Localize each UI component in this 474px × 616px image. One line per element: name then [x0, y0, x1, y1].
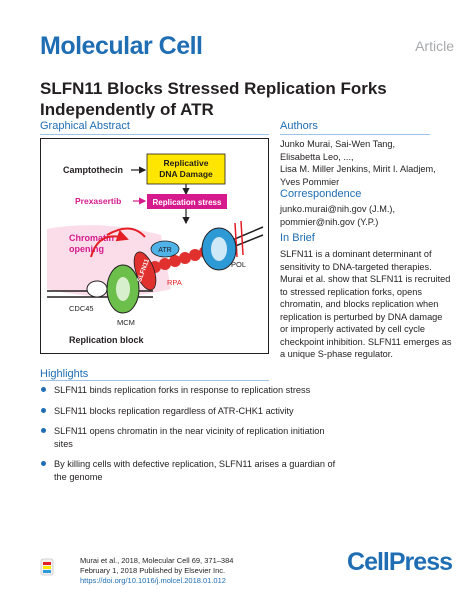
authors-heading: Authors: [280, 120, 318, 132]
divider: [40, 134, 269, 135]
article-type: Article: [415, 38, 454, 54]
in-brief-text: SLFN11 is a dominant determinant of sens…: [280, 249, 452, 359]
mcm-label: MCM: [117, 318, 135, 327]
author-line: Yves Pommier: [280, 176, 340, 187]
chromatin-label: Chromatin: [69, 233, 114, 243]
pol-label: POL: [231, 260, 246, 269]
published-text: February 1, 2018 Published by Elsevier I…: [80, 566, 226, 575]
crossmark-icon[interactable]: [40, 558, 54, 581]
journal-name: Molecular Cell: [40, 32, 203, 60]
highlight-text: SLFN11 binds replication forks in respon…: [54, 385, 311, 395]
highlight-text: By killing cells with defective replicat…: [54, 459, 336, 482]
replication-stress-label: Replication stress: [153, 198, 222, 207]
correspondence-email[interactable]: pommier@nih.gov (Y.P.): [280, 216, 379, 227]
citation-text: Murai et al., 2018, Molecular Cell 69, 3…: [80, 556, 234, 565]
author-line: Elisabetta Leo, ...,: [280, 151, 354, 162]
author-line: Lisa M. Miller Jenkins, Mirit I. Aladjem…: [280, 164, 436, 174]
atr-label: ATR: [158, 247, 171, 254]
author-line: Junko Murai, Sai-Wen Tang,: [280, 139, 396, 149]
replication-stress-box: [147, 194, 227, 209]
graphical-abstract-figure: Camptothecin Replicative DNA Damage Prex…: [40, 138, 269, 354]
list-item: SLFN11 opens chromatin in the near vicin…: [40, 425, 340, 450]
citation-block: Murai et al., 2018, Molecular Cell 69, 3…: [80, 556, 233, 586]
dna-damage-label: DNA Damage: [159, 169, 213, 179]
correspondence-heading: Correspondence: [280, 188, 362, 200]
cdc45-shape: [86, 280, 108, 298]
list-item: SLFN11 blocks replication regardless of …: [40, 405, 340, 418]
authors-list: Junko Murai, Sai-Wen Tang, Elisabetta Le…: [280, 138, 460, 188]
highlight-text: SLFN11 opens chromatin in the near vicin…: [54, 426, 325, 449]
list-item: By killing cells with defective replicat…: [40, 458, 340, 483]
replicative-label: Replicative: [164, 158, 209, 168]
correspondence-list: junko.murai@nih.gov (J.M.), pommier@nih.…: [280, 203, 460, 228]
in-brief-heading: In Brief: [280, 232, 315, 244]
replication-block-label: Replication block: [69, 335, 145, 345]
article-title: SLFN11 Blocks Stressed Replication Forks…: [40, 79, 387, 119]
break-mark: [240, 220, 244, 256]
camptothecin-label: Camptothecin: [63, 165, 123, 175]
slfn11-shape: SLFN11: [133, 251, 157, 291]
block-arc: [106, 227, 146, 238]
graphical-abstract-heading: Graphical Abstract: [40, 120, 130, 132]
rpa-label: RPA: [167, 278, 182, 287]
doi-link[interactable]: https://doi.org/10.1016/j.molcel.2018.01…: [80, 576, 226, 585]
chromatin-arrow: [90, 229, 129, 258]
mcm-shape: [116, 277, 130, 301]
pol-shape: [211, 237, 227, 261]
bullet-icon: [41, 407, 46, 413]
divider: [40, 380, 269, 381]
bullet-icon: [41, 461, 46, 466]
cellpress-logo: CellPress: [347, 548, 453, 576]
highlight-text: SLFN11 blocks replication regardless of …: [54, 405, 294, 416]
correspondence-email[interactable]: junko.murai@nih.gov (J.M.),: [280, 204, 396, 214]
atr-shape: [150, 240, 180, 258]
highlights-heading: Highlights: [40, 368, 89, 380]
bullet-icon: [41, 428, 46, 433]
opening-label: opening: [69, 244, 104, 254]
cdc45-label: CDC45: [69, 304, 94, 313]
list-item: SLFN11 binds replication forks in respon…: [40, 384, 340, 397]
bullet-icon: [41, 387, 46, 392]
divider: [280, 134, 430, 135]
prexasertib-label: Prexasertib: [75, 196, 121, 206]
graphical-abstract-svg: Camptothecin Replicative DNA Damage Prex…: [47, 153, 264, 345]
highlights-list: SLFN11 binds replication forks in respon…: [40, 384, 340, 491]
break-mark: [234, 222, 238, 258]
